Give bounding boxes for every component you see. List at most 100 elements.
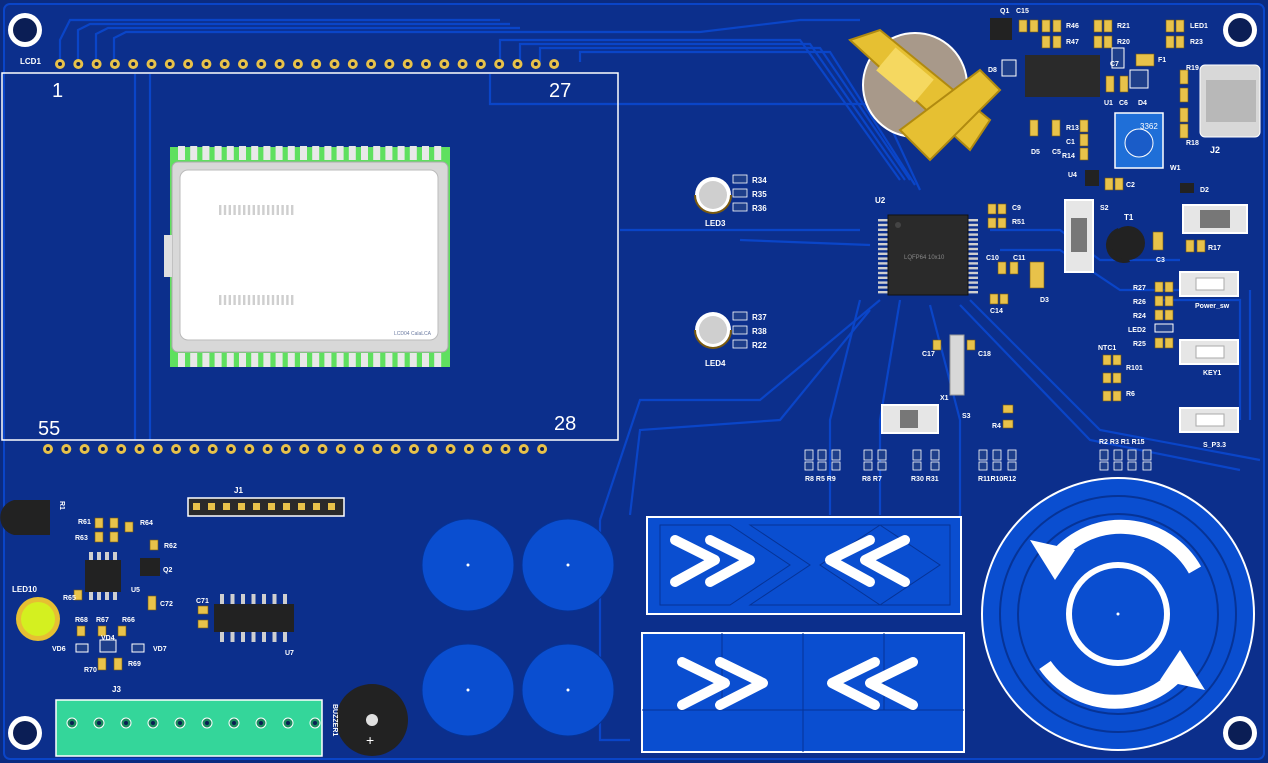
mcu-passives xyxy=(932,203,1045,396)
lcd-pin28-label: 28 xyxy=(554,413,576,435)
led4-label: LED4 xyxy=(705,359,726,368)
label-r22: R22 xyxy=(752,341,767,350)
lcd-ref-label: LCD1 xyxy=(20,57,41,66)
label-r61: R61 xyxy=(78,519,91,526)
label-r66: R66 xyxy=(122,617,135,624)
label-d8: D8 xyxy=(988,67,997,74)
touch-buttons[interactable] xyxy=(421,518,615,737)
label-r34: R34 xyxy=(752,176,767,185)
label-r24: R24 xyxy=(1133,313,1146,320)
label-c15: C15 xyxy=(1016,8,1029,15)
label-r2r3r1r15: R2 R3 R1 R15 xyxy=(1099,439,1145,446)
copper-traces xyxy=(58,18,1261,742)
label-vd4: VD4 xyxy=(101,635,115,642)
lcd-pin1-label: 1 xyxy=(52,80,63,102)
label-c18: C18 xyxy=(978,351,991,358)
label-r21: R21 xyxy=(1117,23,1130,30)
mcu-marking: LQFP64 10x10 xyxy=(904,255,945,261)
label-f1: F1 xyxy=(1158,57,1166,64)
lcd-pin27-label: 27 xyxy=(549,80,571,102)
label-u4: U4 xyxy=(1068,172,1077,179)
label-r69: R69 xyxy=(128,661,141,668)
label-r13: R13 xyxy=(1066,125,1079,132)
label-q2: Q2 xyxy=(163,567,172,574)
label-r23: R23 xyxy=(1190,39,1203,46)
touch-wheel[interactable] xyxy=(981,477,1255,751)
label-r8r5r9: R8 R5 R9 xyxy=(805,476,836,483)
sp33-label: S_P3.3 xyxy=(1203,442,1226,449)
label-c11: C11 xyxy=(1013,255,1026,262)
led3 xyxy=(694,177,732,214)
label-c17: C17 xyxy=(922,351,935,358)
label-r11r10r12: R11R10R12 xyxy=(978,476,1016,483)
switch-s2[interactable] xyxy=(1064,199,1094,273)
label-d4: D4 xyxy=(1138,100,1147,107)
header-j1 xyxy=(187,497,345,517)
sp33-button[interactable] xyxy=(1179,407,1239,433)
label-c1: C1 xyxy=(1066,139,1075,146)
label-c10: C10 xyxy=(986,255,999,262)
mounting-holes xyxy=(8,13,1257,750)
label-vd7: VD7 xyxy=(153,646,167,653)
r17-pad2 xyxy=(1196,239,1206,253)
slide-switch-right[interactable] xyxy=(1182,204,1248,234)
label-s3: S3 xyxy=(962,413,971,420)
led10 xyxy=(16,597,60,641)
lcd-module xyxy=(1,72,619,441)
label-led2: LED2 xyxy=(1128,327,1146,334)
label-r25: R25 xyxy=(1133,341,1146,348)
label-r36: R36 xyxy=(752,204,767,213)
resistor-pads-led3 xyxy=(732,174,748,212)
touch-slider-bottom[interactable] xyxy=(641,632,965,753)
label-c14: C14 xyxy=(990,308,1003,315)
lcd-header-bottom xyxy=(43,444,548,454)
label-c2: C2 xyxy=(1126,182,1135,189)
label-r70: R70 xyxy=(84,667,97,674)
label-c71: C71 xyxy=(196,598,209,605)
label-vd6: VD6 xyxy=(52,646,66,653)
u2-ref-label: U2 xyxy=(875,196,886,205)
label-r101: R101 xyxy=(1126,365,1143,372)
label-q1: Q1 xyxy=(1000,8,1009,15)
label-r8r7: R8 R7 xyxy=(862,476,882,483)
pot-marking: 3362 xyxy=(1140,122,1158,131)
label-r64: R64 xyxy=(140,520,153,527)
label-led1: LED1 xyxy=(1190,23,1208,30)
label-r51: R51 xyxy=(1012,219,1025,226)
label-t1: T1 xyxy=(1124,213,1134,222)
label-r6: R6 xyxy=(1126,391,1135,398)
label-r4: R4 xyxy=(992,423,1001,430)
power-sw-button[interactable] xyxy=(1179,271,1239,297)
key1-label: KEY1 xyxy=(1203,370,1221,377)
lcd-header-top xyxy=(55,59,560,69)
label-r62: R62 xyxy=(164,543,177,550)
label-led10: LED10 xyxy=(12,585,37,594)
r4-pad xyxy=(1002,404,1014,414)
switch-s3[interactable] xyxy=(881,404,939,434)
key1-button[interactable] xyxy=(1179,339,1239,365)
touch-slider-top[interactable] xyxy=(646,516,962,615)
led4 xyxy=(694,312,732,349)
top-right-components xyxy=(990,18,1261,193)
label-u5: U5 xyxy=(131,587,140,594)
transistor-t1 xyxy=(1105,226,1145,264)
mcu-u2 xyxy=(219,205,978,305)
buzzer xyxy=(336,684,408,756)
label-c72: C72 xyxy=(160,601,173,608)
label-x1: X1 xyxy=(940,395,949,402)
label-r68: R68 xyxy=(75,617,88,624)
u7-ic xyxy=(197,594,294,642)
label-r27: R27 xyxy=(1133,285,1146,292)
label-r35: R35 xyxy=(752,190,767,199)
ir-receiver xyxy=(0,500,50,535)
label-d3: D3 xyxy=(1040,297,1049,304)
label-s2: S2 xyxy=(1100,205,1109,212)
label-r46: R46 xyxy=(1066,23,1079,30)
label-c5: C5 xyxy=(1052,149,1061,156)
power-sw-label: Power_sw xyxy=(1195,303,1230,310)
label-buzzer: BUZZER1 xyxy=(331,704,338,736)
label-r67: R67 xyxy=(96,617,109,624)
resistor-pads-led4 xyxy=(732,311,748,349)
r4-pad2 xyxy=(1002,419,1014,429)
right-resistors xyxy=(1102,281,1174,402)
